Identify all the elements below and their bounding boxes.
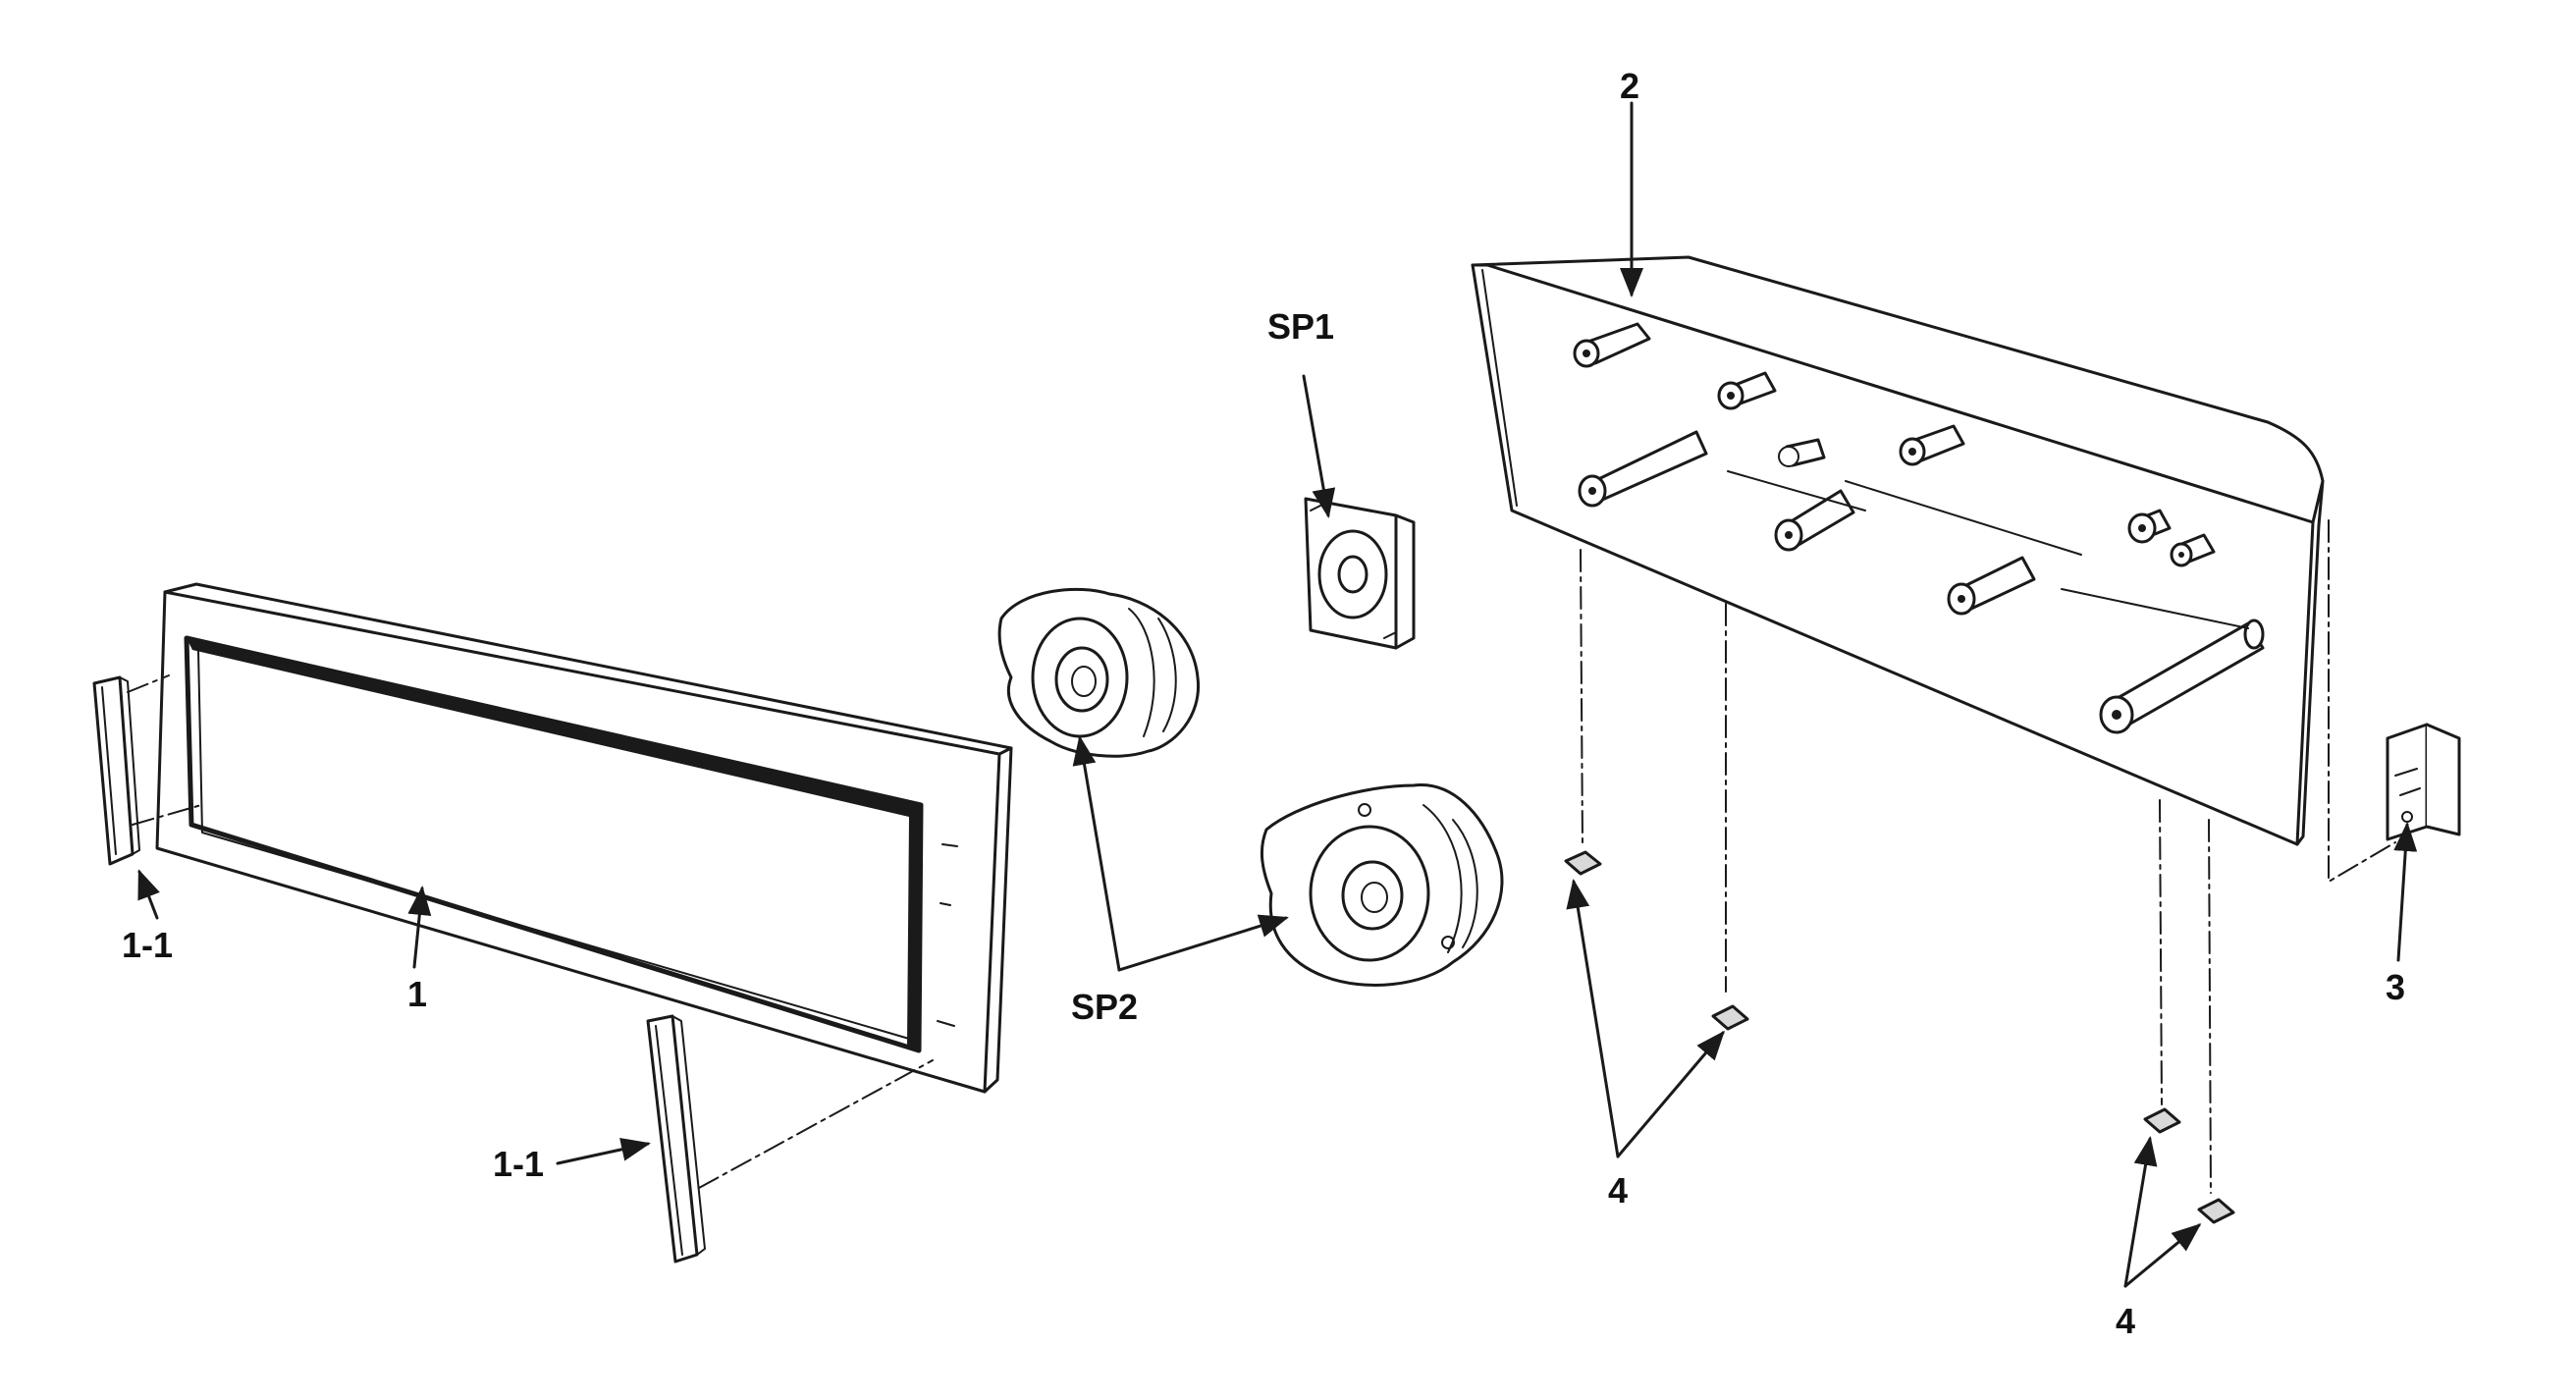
assembly-line-foot-c: [2159, 799, 2163, 1105]
side-strip-left: [92, 675, 140, 866]
label-3: 3: [2386, 967, 2405, 1007]
label-4-left: 4: [1608, 1170, 1628, 1211]
feet-part-4: [1564, 850, 2235, 1224]
foot-2: [1711, 1004, 1749, 1031]
label-sp2: SP2: [1071, 987, 1138, 1027]
foot-1: [1564, 850, 1602, 876]
bracket-part-3: [2386, 723, 2461, 841]
label-2: 2: [1620, 66, 1639, 106]
assembly-line-foot-d: [2208, 819, 2212, 1194]
rear-panel-posts: [1573, 322, 2265, 734]
assembly-line-bracket: [2328, 519, 2396, 883]
rear-panel: [1471, 255, 2325, 846]
speaker-sp2-upper: [997, 587, 1201, 758]
label-1-1-left: 1-1: [122, 925, 173, 965]
label-1-1-bottom: 1-1: [493, 1144, 544, 1184]
label-4-right: 4: [2116, 1301, 2135, 1341]
leader-lines: [137, 101, 2418, 1288]
assembly-line-top-strip: [127, 674, 170, 693]
foot-4: [2197, 1198, 2235, 1224]
assembly-line-bottom-strip: [698, 1059, 934, 1189]
foot-3: [2143, 1107, 2181, 1134]
label-1: 1: [407, 974, 427, 1014]
label-sp1: SP1: [1267, 306, 1334, 347]
speaker-sp2-lower: [1261, 783, 1504, 987]
side-strip-bottom: [646, 1014, 706, 1264]
assembly-line-foot-a: [1580, 549, 1583, 845]
front-panel-frame: [155, 582, 1013, 1094]
assembly-line-left-strip: [132, 804, 202, 826]
speaker-sp1: [1304, 497, 1416, 650]
